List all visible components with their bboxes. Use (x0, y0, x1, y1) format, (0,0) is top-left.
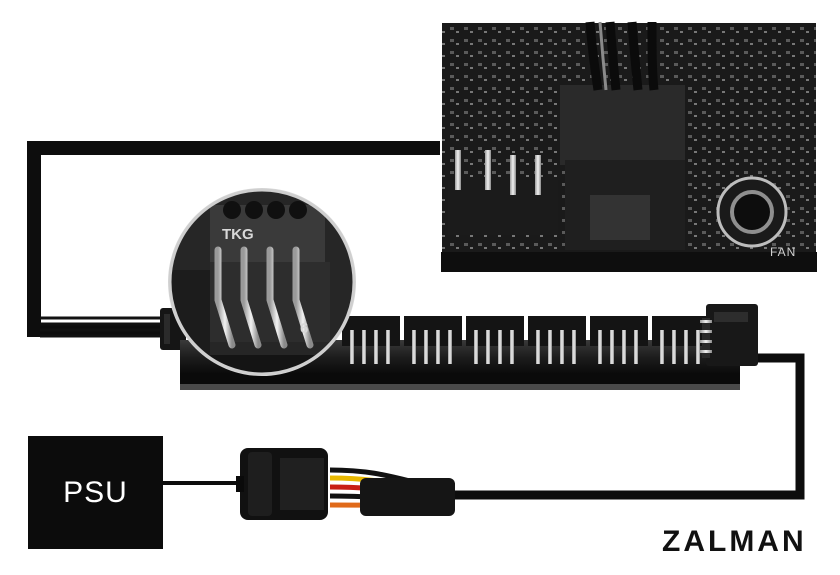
hub-header-pin (486, 330, 490, 364)
hub-header-pin (660, 330, 664, 364)
psu-label: PSU (63, 475, 128, 509)
hub-header-pin (448, 330, 452, 364)
hub-header-pin (696, 330, 700, 364)
magnifier-lens-icon (168, 188, 356, 376)
hub-header-pin (684, 330, 688, 364)
zalman-logo: ZALMAN (662, 525, 807, 558)
hub-header-pin (622, 330, 626, 364)
hub-header-pin (474, 330, 478, 364)
hub-header-pin (412, 330, 416, 364)
connector-marking-side: 6 (300, 320, 309, 337)
left-cable-bundle (40, 316, 170, 338)
sata-power-connector-icon (236, 448, 328, 520)
hub-header-pin (560, 330, 564, 364)
hub-header-pin (374, 330, 378, 364)
hub-header-pin (386, 330, 390, 364)
hub-header-pin (548, 330, 552, 364)
hub-header-pin (536, 330, 540, 364)
sata-power-cable (329, 467, 455, 516)
hub-header-pin (634, 330, 638, 364)
motherboard-inset-photo (440, 21, 818, 273)
hub-header-pin (572, 330, 576, 364)
fan-header-caption: FAN (770, 245, 797, 259)
4-pin-fan-connector-right-icon (700, 304, 758, 366)
hub-header-pin (610, 330, 614, 364)
hub-header-pin (362, 330, 366, 364)
hub-header-pin (672, 330, 676, 364)
hub-header-pin (350, 330, 354, 364)
hub-header-pin (424, 330, 428, 364)
hub-header-pin (510, 330, 514, 364)
connector-marking-top: TKG (222, 226, 254, 243)
hub-header-pin (436, 330, 440, 364)
hub-header-pin (498, 330, 502, 364)
hub-header-pin (598, 330, 602, 364)
psu-box: PSU (28, 436, 163, 549)
